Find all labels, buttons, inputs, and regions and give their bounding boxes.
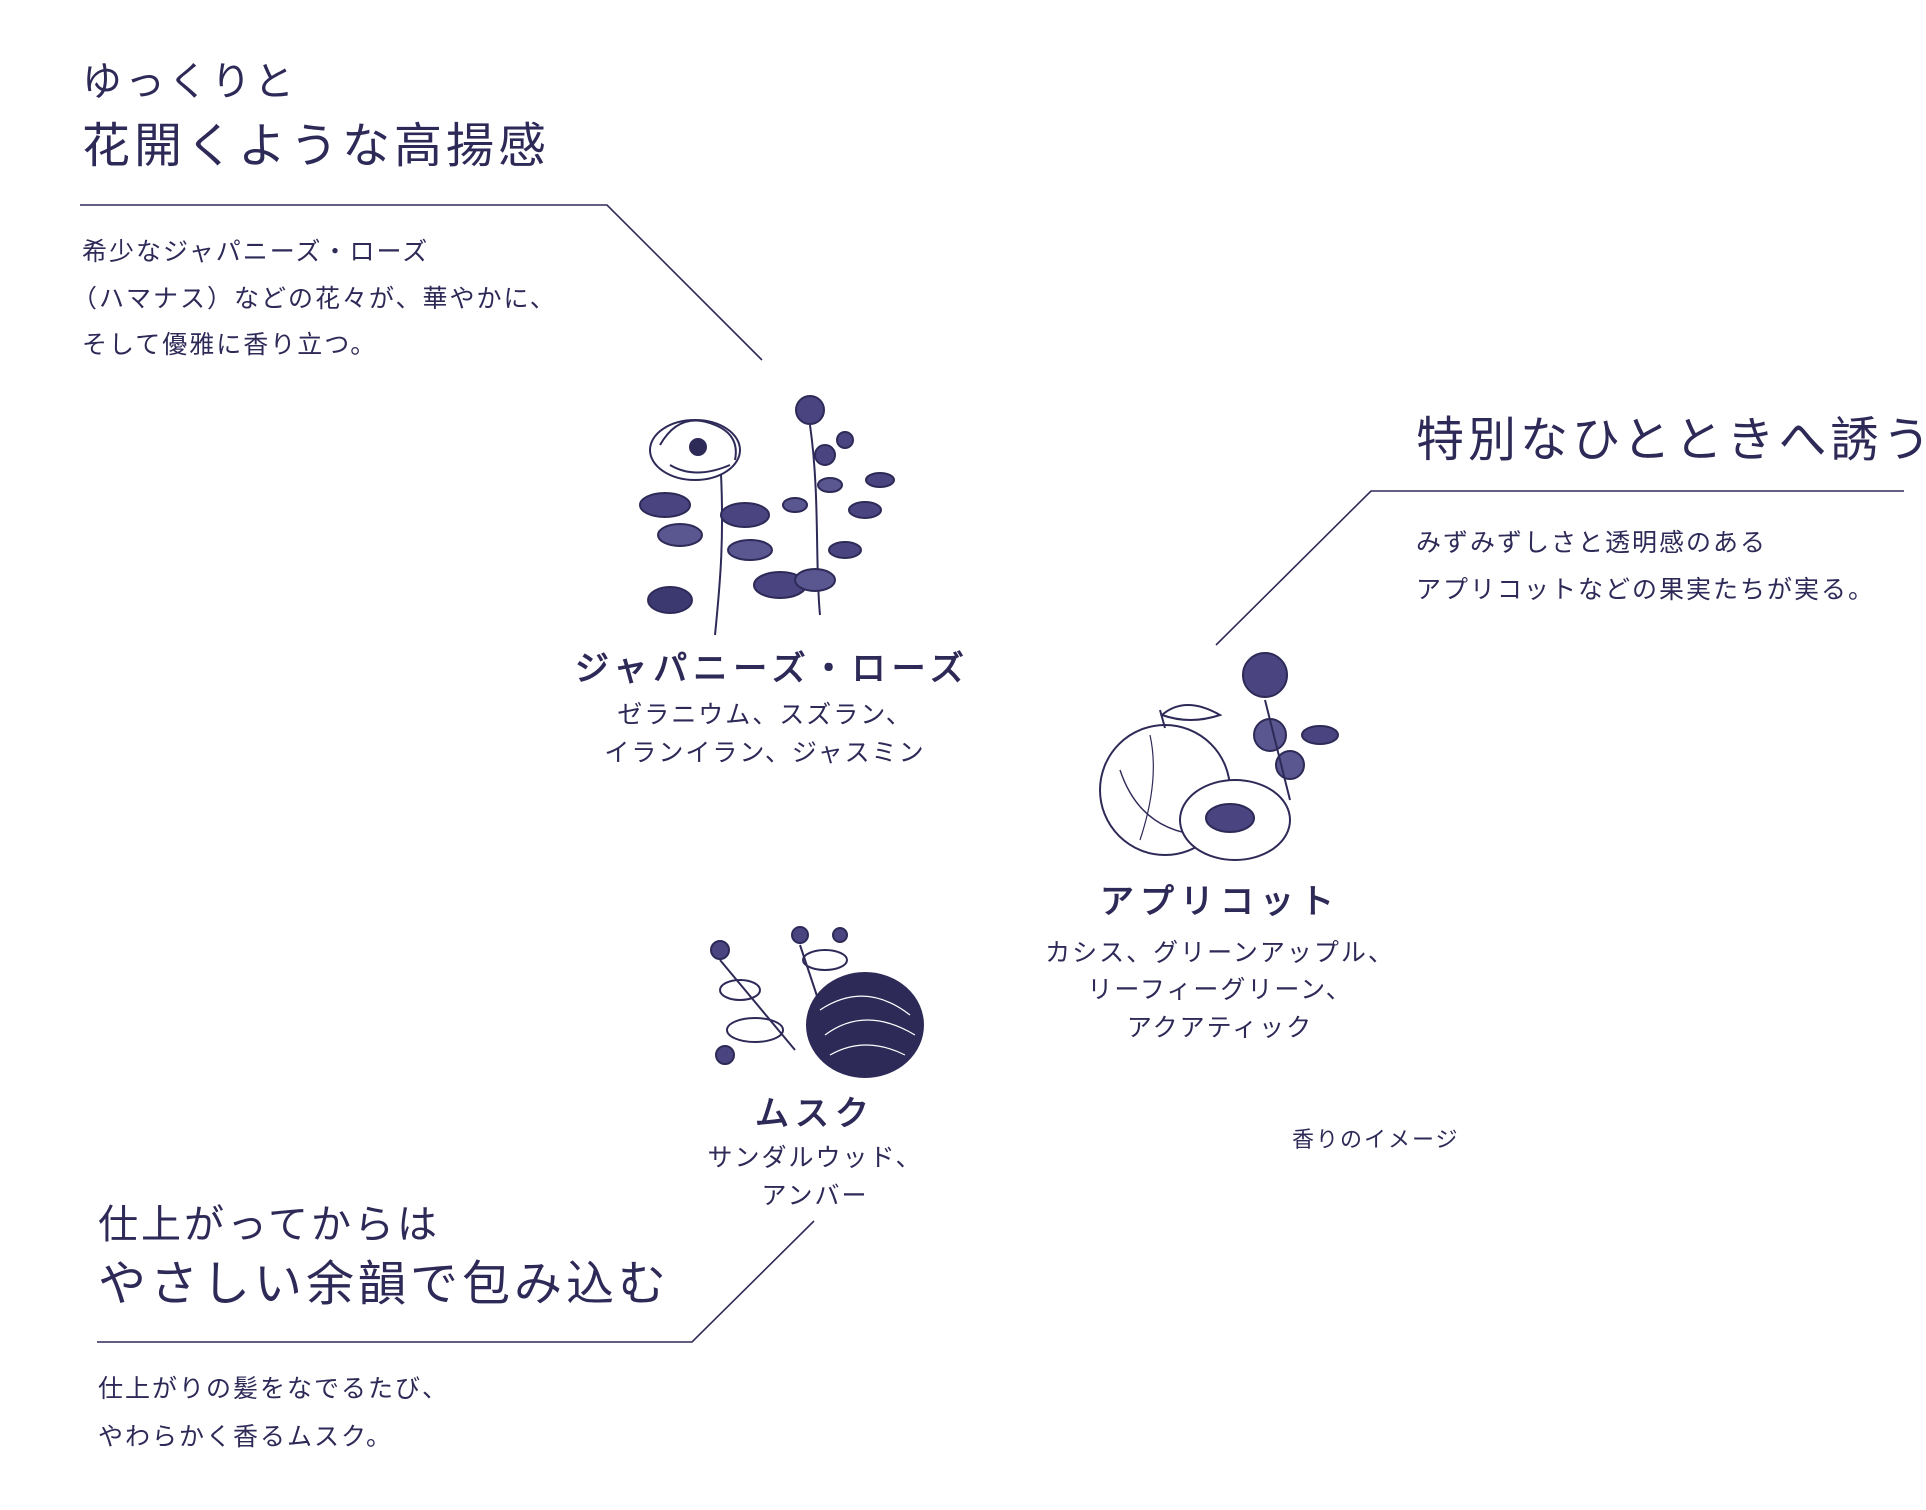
- middle-heading: 特別なひとときへ誘う: [1416, 412, 1926, 468]
- top-connector-line: [80, 204, 763, 361]
- apricot-note-sub-line1: カシス、グリーンアップル、: [1045, 938, 1395, 967]
- musk-note-sub-line1: サンダルウッド、: [707, 1143, 923, 1172]
- bottom-desc-line1: 仕上がりの髪をなでるたび、: [98, 1374, 450, 1403]
- rose-illustration-icon: [639, 395, 895, 636]
- top-desc-line2: （ハマナス）などの花々が、華やかに、: [72, 284, 557, 313]
- apricot-note-title: アプリコット: [1100, 882, 1340, 922]
- bottom-desc-line2: やわらかく香るムスク。: [98, 1422, 394, 1451]
- middle-desc-line2: アプリコットなどの果実たちが実る。: [1416, 575, 1876, 604]
- rose-note-sub-line2: イランイラン、ジャスミン: [604, 738, 926, 767]
- bottom-headline-line2: やさしい余韻で包み込む: [98, 1256, 671, 1312]
- bottom-headline-line1: 仕上がってからは: [98, 1202, 440, 1248]
- rose-note-sub-line1: ゼラニウム、スズラン、: [617, 700, 913, 729]
- apricot-note-sub-line3: アクアティック: [1126, 1013, 1314, 1042]
- musk-note-title: ムスク: [755, 1094, 875, 1134]
- middle-desc-line1: みずみずしさと透明感のある: [1416, 528, 1768, 557]
- top-headline-line2: 花開くような高揚感: [82, 118, 551, 174]
- apricot-note-sub-line2: リーフィーグリーン、: [1087, 975, 1353, 1004]
- musk-illustration-icon: [710, 926, 924, 1078]
- top-desc-line3: そして優雅に香り立つ。: [82, 330, 378, 359]
- image-caption: 香りのイメージ: [1292, 1128, 1460, 1153]
- bottom-connector-line: [97, 1220, 815, 1343]
- musk-note-sub-line2: アンバー: [761, 1181, 869, 1210]
- apricot-illustration-icon: [1099, 652, 1339, 861]
- middle-connector-line: [1215, 490, 1904, 646]
- rose-note-title: ジャパニーズ・ローズ: [575, 649, 970, 689]
- top-headline-line1: ゆっくりと: [82, 59, 297, 105]
- top-desc-line1: 希少なジャパニーズ・ローズ: [82, 237, 430, 266]
